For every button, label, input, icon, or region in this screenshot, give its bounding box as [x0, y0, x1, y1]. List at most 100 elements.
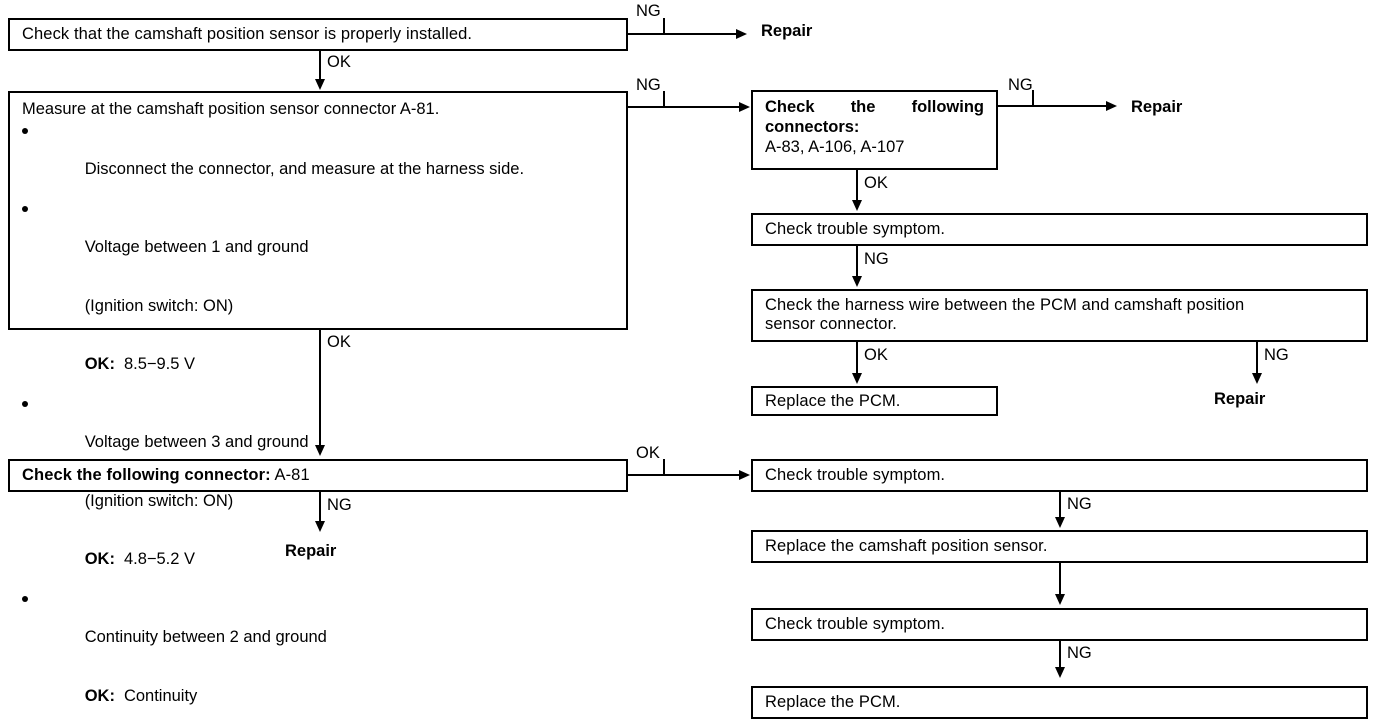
edge-label-ng-symptom3: NG [1067, 644, 1092, 662]
box-check-connector-a81-label: Check the following connector: [22, 466, 271, 484]
measure-item: Disconnect the connector, and measure at… [22, 121, 626, 199]
box-check-connector-a81-value: A-81 [270, 466, 310, 484]
edge-label-ng-measure: NG [636, 76, 661, 94]
measure-item-ok: OK: Continuity [22, 667, 626, 724]
edge-symptom3-ng-arrowhead [1055, 667, 1065, 678]
box-replace-pcm-2-label: Replace the PCM. [765, 693, 901, 711]
edge-connectors-ok-line [856, 170, 858, 202]
measure-item-ok: OK: 4.8−5.2 V [22, 531, 626, 590]
measure-item: Voltage between 3 and ground [22, 394, 626, 472]
box-replace-pcm-1-label: Replace the PCM. [765, 392, 901, 410]
measure-ok-label: OK: [84, 355, 115, 373]
edge-box1-ng-horizontal [628, 33, 738, 35]
box-check-connectors-word2: the [850, 98, 876, 116]
bullet-icon [22, 206, 28, 212]
box-check-sensor-installed-label: Check that the camshaft position sensor … [22, 25, 473, 43]
edge-connectors-ng-vertical [1032, 90, 1034, 106]
edge-connectors-ng-horizontal [998, 105, 1108, 107]
box-replace-pcm-2[interactable]: Replace the PCM. [751, 686, 1368, 719]
measure-ok-value: 4.8−5.2 V [123, 550, 196, 568]
edge-label-ok-connectors: OK [864, 174, 888, 192]
box-check-trouble-symptom-1[interactable]: Check trouble symptom. [751, 213, 1368, 246]
edge-label-ok-installed: OK [327, 53, 351, 71]
edge-box3-ok-arrowhead [739, 470, 750, 480]
box-check-sensor-installed[interactable]: Check that the camshaft position sensor … [8, 18, 628, 51]
edge-label-ng-symptom1: NG [864, 250, 889, 268]
measure-item: Continuity between 2 and ground [22, 589, 626, 667]
edge-box1-ng-vertical [663, 18, 665, 34]
box-check-harness-wire-line2: sensor connector. [765, 315, 897, 333]
box-check-trouble-symptom-3[interactable]: Check trouble symptom. [751, 608, 1368, 641]
edge-box3-ok-horizontal [628, 474, 740, 476]
measure-item-text: Voltage between 1 and ground [84, 238, 309, 256]
edge-harness-ng-arrowhead [1252, 373, 1262, 384]
box-check-connectors-line1: Check the following [765, 97, 984, 117]
edge-box1-ok-line [319, 51, 321, 81]
measure-item-ok: OK: 8.5−9.5 V [22, 336, 626, 395]
edge-replace-sensor-arrowhead [1055, 594, 1065, 605]
edge-symptom2-ng-arrowhead [1055, 517, 1065, 528]
terminal-repair-connectors: Repair [1131, 98, 1183, 116]
measure-item-list: Disconnect the connector, and measure at… [22, 121, 626, 724]
box-check-connectors-line2: connectors: [765, 118, 860, 136]
edge-box2-ok-line [319, 330, 321, 447]
terminal-repair-harness: Repair [1214, 390, 1266, 408]
edge-box2-ng-arrowhead [739, 102, 750, 112]
measure-ok-label: OK: [84, 686, 115, 705]
measure-item-sub: (Ignition switch: ON) [22, 472, 626, 531]
measure-item-sub: (Ignition switch: ON) [22, 277, 626, 336]
edge-replace-sensor-line [1059, 563, 1061, 596]
measure-item-text: Disconnect the connector, and measure at… [84, 160, 525, 178]
box-measure-connector[interactable]: Measure at the camshaft position sensor … [8, 91, 628, 705]
box-check-connectors-values: A-83, A-106, A-107 [765, 138, 905, 156]
measure-ok-label: OK: [84, 550, 115, 568]
box-check-harness-wire[interactable]: Check the harness wire between the PCM a… [751, 289, 1368, 342]
box-check-trouble-symptom-3-label: Check trouble symptom. [765, 615, 946, 633]
box-check-trouble-symptom-2[interactable]: Check trouble symptom. [751, 459, 1368, 492]
box-check-connector-a81[interactable]: Check the following connector: A-81 [8, 459, 628, 492]
edge-label-ng-harness: NG [1264, 346, 1289, 364]
box-check-trouble-symptom-1-label: Check trouble symptom. [765, 220, 946, 238]
measure-ok-value: Continuity [123, 686, 198, 705]
edge-box2-ng-horizontal [628, 106, 740, 108]
measure-item: Voltage between 1 and ground [22, 199, 626, 277]
edge-label-ng-connectors: NG [1008, 76, 1033, 94]
terminal-repair-top: Repair [761, 22, 813, 40]
edge-label-ng-symptom2: NG [1067, 495, 1092, 513]
edge-harness-ok-arrowhead [852, 373, 862, 384]
edge-symptom1-ng-arrowhead [852, 276, 862, 287]
bullet-icon [22, 128, 28, 134]
edge-symptom2-ng-line [1059, 492, 1061, 519]
edge-symptom3-ng-line [1059, 641, 1061, 669]
box-check-connectors-list[interactable]: Check the following connectors: A-83, A-… [751, 90, 998, 170]
edge-label-ng-top: NG [636, 2, 661, 20]
edge-label-ok-harness: OK [864, 346, 888, 364]
edge-label-ng-a81: NG [327, 496, 352, 514]
edge-box1-ok-arrowhead [315, 79, 325, 90]
measure-item-subtext: (Ignition switch: ON) [84, 296, 234, 315]
terminal-repair-a81: Repair [285, 542, 337, 560]
edge-connectors-ok-arrowhead [852, 200, 862, 211]
bullet-icon [22, 596, 28, 602]
edge-box3-ok-vertical [663, 459, 665, 474]
measure-item-text: Continuity between 2 and ground [84, 628, 327, 646]
edge-box3-ng-line [319, 492, 321, 523]
box-replace-pcm-1[interactable]: Replace the PCM. [751, 386, 998, 416]
box-check-connectors-word1: Check [765, 98, 815, 116]
bullet-icon [22, 401, 28, 407]
edge-label-ok-measure-down: OK [327, 333, 351, 351]
box-replace-camshaft-sensor[interactable]: Replace the camshaft position sensor. [751, 530, 1368, 563]
edge-box3-ng-arrowhead [315, 521, 325, 532]
box-check-harness-wire-line1: Check the harness wire between the PCM a… [765, 296, 1245, 314]
edge-box1-ng-arrowhead [736, 29, 747, 39]
measure-ok-value: 8.5−9.5 V [123, 355, 196, 373]
edge-harness-ok-line [856, 342, 858, 375]
edge-harness-ng-line [1256, 342, 1258, 375]
measure-item-subtext: (Ignition switch: ON) [84, 491, 234, 510]
edge-connectors-ng-arrowhead [1106, 101, 1117, 111]
box-replace-camshaft-sensor-label: Replace the camshaft position sensor. [765, 537, 1048, 555]
box-measure-header: Measure at the camshaft position sensor … [22, 100, 440, 118]
measure-item-text: Voltage between 3 and ground [84, 433, 309, 451]
edge-symptom1-ng-line [856, 246, 858, 278]
